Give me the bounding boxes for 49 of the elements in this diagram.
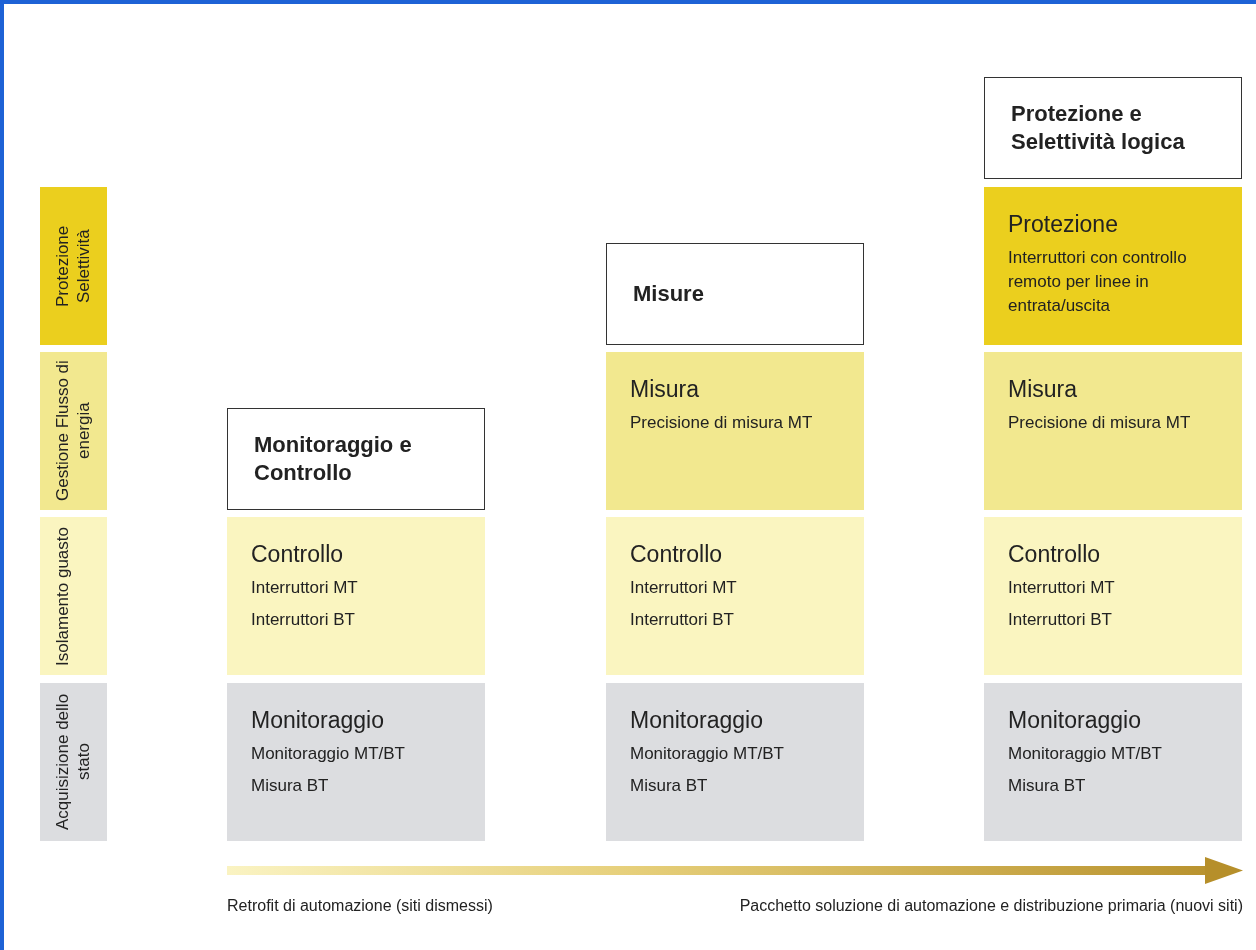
card-text: Interruttori MT	[630, 577, 738, 599]
function-card	[984, 517, 1242, 675]
card-text: Interruttori BT	[630, 609, 735, 631]
axis-caption: Pacchetto soluzione di automazione e distribuzione primaria (nuovi siti)	[738, 896, 1243, 916]
column-title-box	[984, 77, 1242, 179]
card-title: Controllo	[630, 541, 724, 568]
category-label: Acquisizione dello stato	[51, 692, 94, 833]
function-card	[984, 187, 1242, 345]
card-title: Protezione	[1008, 211, 1119, 238]
card-text: Interruttori con controllo remoto per linee in entrata/uscita	[1008, 247, 1188, 317]
column-title-box	[606, 243, 864, 345]
card-title: Monitoraggio	[630, 707, 764, 734]
card-title: Monitoraggio	[1008, 707, 1142, 734]
card-title: Controllo	[1008, 541, 1102, 568]
card-text: Misura BT	[630, 775, 709, 797]
card-text: Monitoraggio MT/BT	[1008, 743, 1163, 765]
card-text: Misura BT	[1008, 775, 1087, 797]
column-title: Misure	[633, 280, 704, 308]
card-text: Precisione di misura MT	[1008, 412, 1192, 434]
column-title: Monitoraggio e Controllo	[254, 431, 413, 487]
category-label: Isolamento guasto	[51, 526, 73, 666]
axis-caption: Retrofit di automazione (siti dismessi)	[227, 896, 494, 916]
category-band	[40, 517, 107, 675]
card-title: Misura	[630, 376, 700, 403]
card-text: Interruttori MT	[1008, 577, 1116, 599]
function-card	[606, 683, 864, 841]
category-band	[40, 352, 107, 510]
category-label: Protezione Selettività	[51, 224, 94, 309]
card-text: Misura BT	[251, 775, 330, 797]
function-card	[606, 352, 864, 510]
card-text: Interruttori MT	[251, 577, 359, 599]
card-title: Monitoraggio	[251, 707, 385, 734]
card-text: Precisione di misura MT	[630, 412, 814, 434]
card-text: Monitoraggio MT/BT	[630, 743, 785, 765]
function-card	[984, 683, 1242, 841]
card-text: Monitoraggio MT/BT	[251, 743, 406, 765]
category-band	[40, 683, 107, 841]
category-band	[40, 187, 107, 345]
function-card	[606, 517, 864, 675]
column-title-box	[227, 408, 485, 510]
function-card	[227, 517, 485, 675]
function-card	[984, 352, 1242, 510]
function-card	[227, 683, 485, 841]
category-label: Gestione Flusso di energia	[51, 359, 94, 504]
card-title: Controllo	[251, 541, 345, 568]
column-title: Protezione e Selettività logica	[1011, 100, 1186, 156]
card-text: Interruttori BT	[1008, 609, 1113, 631]
card-title: Misura	[1008, 376, 1078, 403]
card-text: Interruttori BT	[251, 609, 356, 631]
